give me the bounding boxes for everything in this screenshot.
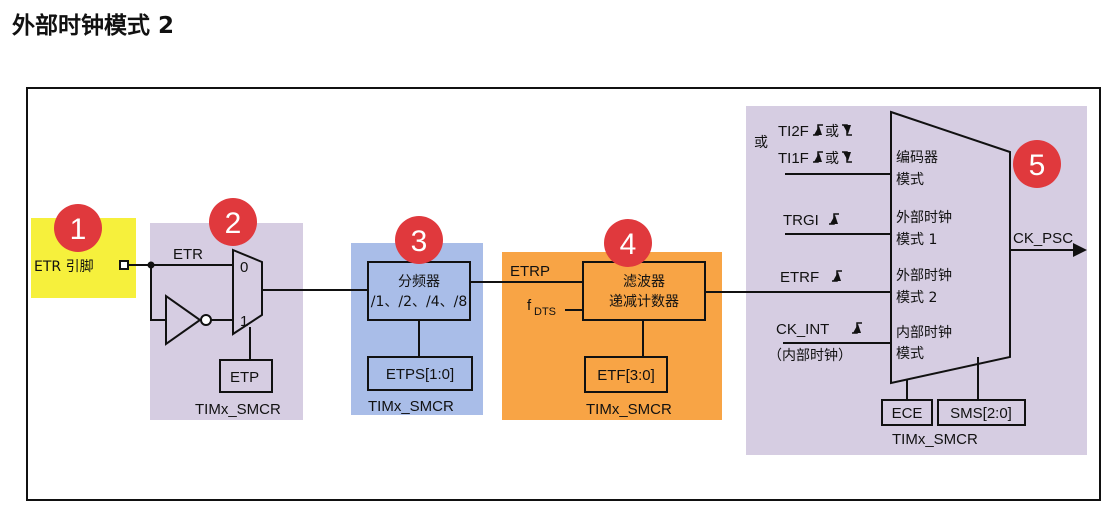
svg-text:2: 2 <box>225 207 242 240</box>
svg-text:5: 5 <box>1029 149 1046 182</box>
filter-label: 滤波器 <box>623 274 665 290</box>
output-arrow-icon <box>1073 243 1087 257</box>
mode-encoder: 编码器 <box>896 150 938 166</box>
ti1f-label: TI1F <box>778 150 809 167</box>
svg-text:3: 3 <box>411 225 428 258</box>
mode-internal-clock: 模式 <box>896 346 924 362</box>
or-label: 或 <box>754 135 768 151</box>
etr-pin-label: ETR 引脚 <box>34 259 94 275</box>
etrp-label: ETRP <box>510 263 550 280</box>
etr-label: ETR <box>173 246 203 263</box>
fdts-label: f <box>527 297 532 314</box>
mode-ext-clock-2: 外部时钟 <box>896 267 952 284</box>
etps-register: ETPS[1:0] <box>386 366 454 383</box>
fdts-subscript: DTS <box>534 306 556 318</box>
down-counter-label: 递减计数器 <box>609 294 679 310</box>
stage3-bg <box>351 243 483 415</box>
internal-clock-note: （内部时钟） <box>768 347 852 364</box>
etr-pin-icon <box>119 260 129 270</box>
svg-text:1: 1 <box>70 213 87 246</box>
mux-input-0: 0 <box>240 259 248 276</box>
sms-register: SMS[2:0] <box>950 405 1012 422</box>
mode-ext-clock-1: 外部时钟 <box>896 209 952 226</box>
or-label: 或 <box>825 151 839 167</box>
etrf-label: ETRF <box>780 269 819 286</box>
or-label: 或 <box>825 124 839 140</box>
ece-register: ECE <box>892 405 923 422</box>
etf-register: ETF[3:0] <box>597 367 655 384</box>
mux-2 <box>232 248 263 336</box>
trgi-label: TRGI <box>783 212 819 229</box>
mode-ext-clock-1: 模式 1 <box>896 232 937 248</box>
register-name: TIMx_SMCR <box>195 401 281 418</box>
ck-psc-output-label: CK_PSC <box>1013 230 1073 247</box>
prescaler-ratios: /1、/2、/4、/8 <box>371 294 468 310</box>
etp-register: ETP <box>230 369 259 386</box>
badge-4: 4 <box>604 219 652 267</box>
mode-selector-mux <box>890 110 1011 385</box>
svg-text:4: 4 <box>620 228 637 261</box>
badge-1: 1 <box>54 204 102 252</box>
mode-internal-clock: 内部时钟 <box>896 324 952 341</box>
mode-encoder: 模式 <box>896 172 924 188</box>
mux-input-1: 1 <box>240 313 248 330</box>
register-name: TIMx_SMCR <box>368 398 454 415</box>
prescaler-label: 分频器 <box>398 274 440 290</box>
register-name: TIMx_SMCR <box>892 431 978 448</box>
badge-5: 5 <box>1013 140 1061 188</box>
inverter-icon <box>165 294 202 346</box>
page-title: 外部时钟模式 2 <box>12 13 175 39</box>
mode-ext-clock-2: 模式 2 <box>896 290 937 306</box>
badge-2: 2 <box>209 198 257 246</box>
badge-3: 3 <box>395 216 443 264</box>
register-name: TIMx_SMCR <box>586 401 672 418</box>
ti2f-label: TI2F <box>778 123 809 140</box>
ck-int-label: CK_INT <box>776 321 829 338</box>
